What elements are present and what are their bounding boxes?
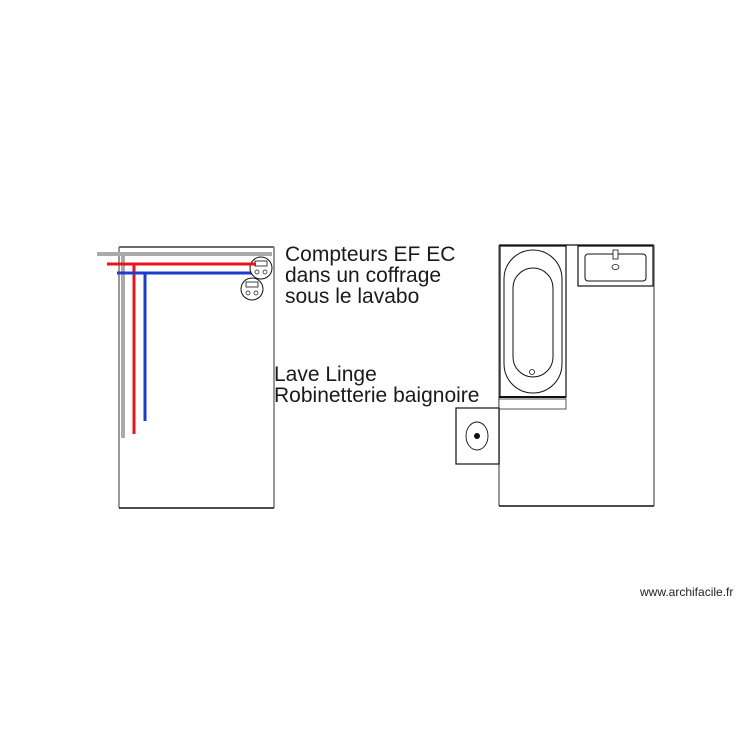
cold-water-pipe [117, 271, 252, 421]
hot-water-meter-icon [249, 256, 273, 280]
left-room [118, 246, 275, 509]
meters-note: Compteurs EF EC dans un coffrage sous le… [285, 244, 455, 307]
fixtures-note-line2: Robinetterie baignoire [274, 384, 480, 407]
meters-note-line2: dans un coffrage [285, 264, 442, 287]
fixtures-note: Lave Linge Robinetterie baignoire [274, 364, 479, 406]
gray-supply-pipe [97, 252, 272, 438]
meters-note-line3: sous le lavabo [285, 285, 420, 308]
bathtub-icon [498, 245, 567, 410]
meters-note-line1: Compteurs EF EC [285, 243, 456, 266]
washbasin-icon [577, 245, 654, 287]
washing-machine-icon [455, 407, 500, 465]
fixtures-note-line1: Lave Linge [274, 363, 377, 386]
cold-water-meter-icon [240, 277, 264, 301]
watermark: www.archifacile.fr [640, 585, 734, 599]
hot-water-pipe [107, 262, 262, 434]
